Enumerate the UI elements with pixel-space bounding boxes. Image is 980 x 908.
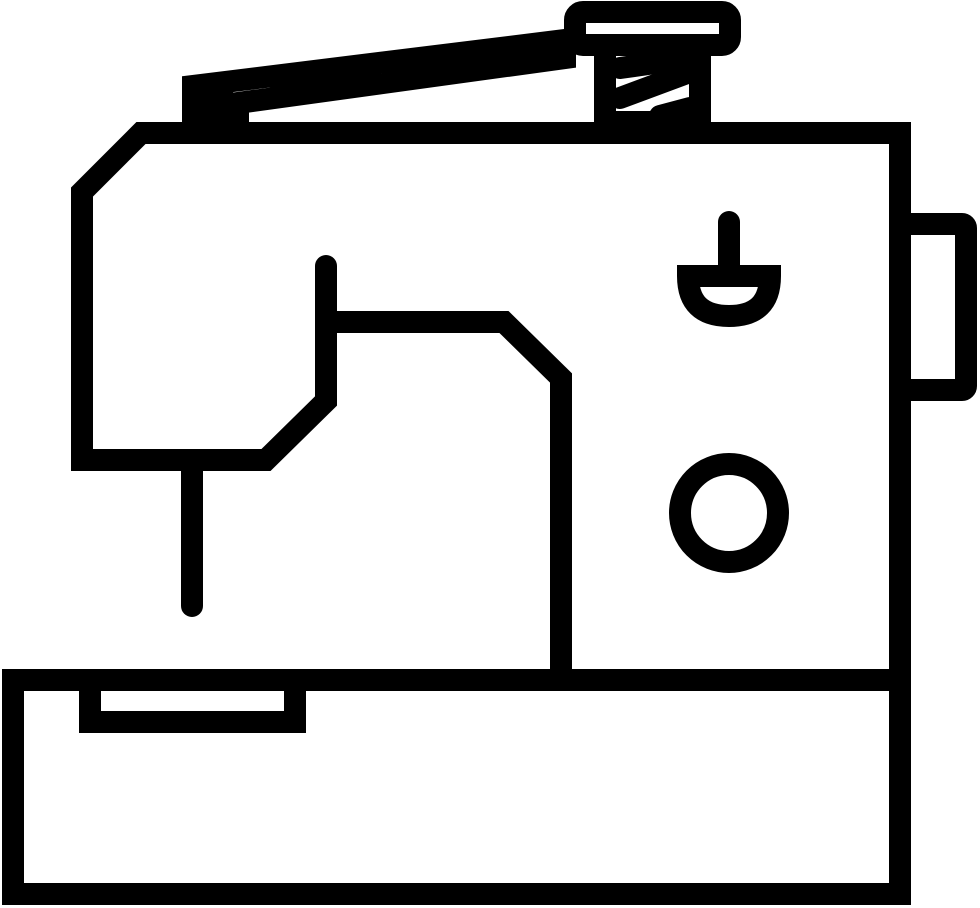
spool-pin-arm [182, 27, 576, 133]
thread-spool [564, 1, 741, 133]
machine-base [2, 669, 911, 905]
tension-dial [669, 453, 789, 573]
base-drawer [79, 669, 306, 733]
handwheel [889, 213, 977, 401]
stitch-selector-knob [676, 211, 782, 328]
machine-body-outline [71, 122, 911, 691]
